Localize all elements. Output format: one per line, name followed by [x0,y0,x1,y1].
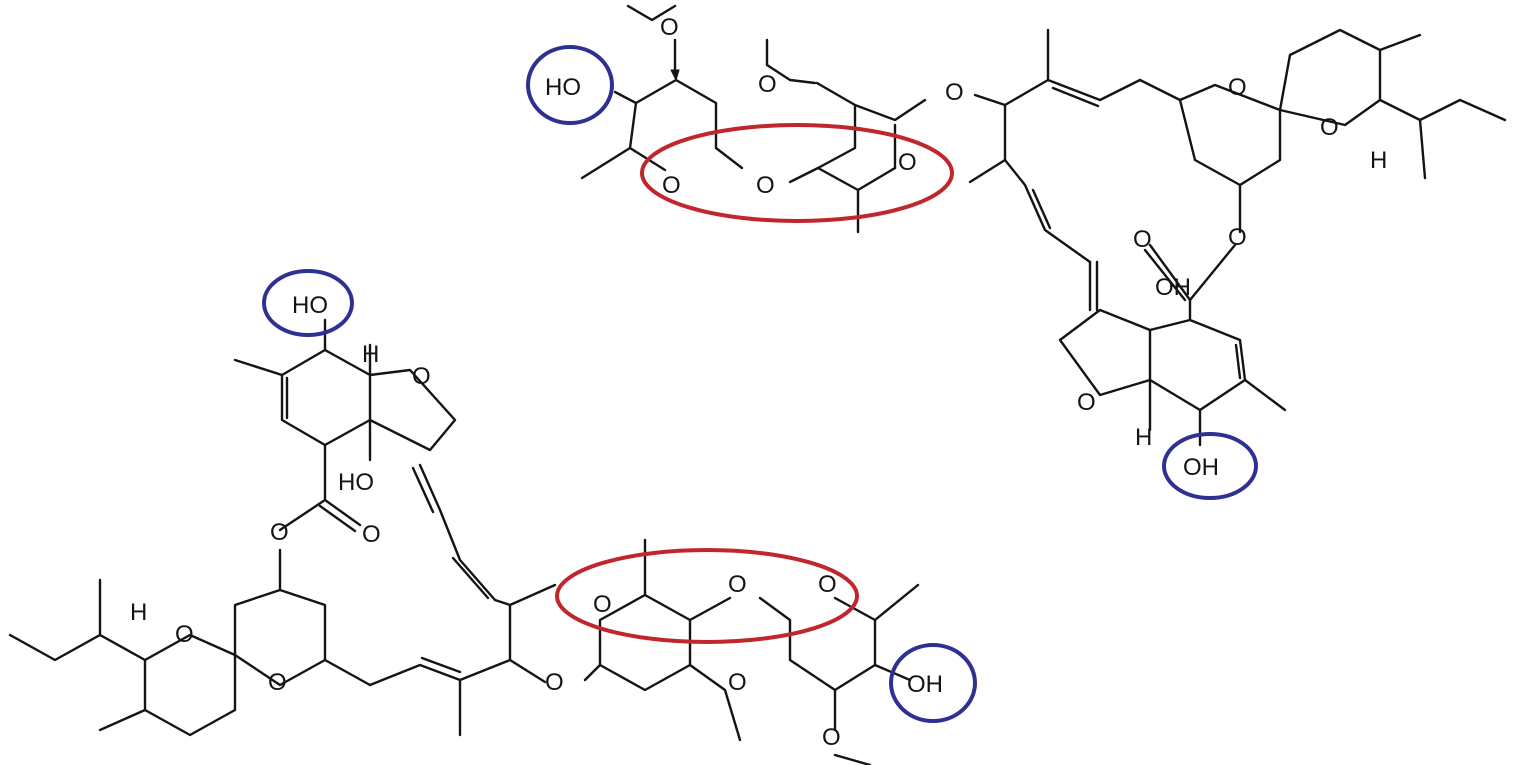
oxygen-label: O [270,519,289,546]
oxygen-label: O [818,571,837,598]
hydroxyl-highlight [1162,432,1258,500]
molecule-bottom: HO H O HO O O H O O O O O O O O OH [8,292,943,765]
oxygen-label: O [728,571,747,598]
glycosidic-linkage-highlight [640,123,954,223]
hydroxyl-label: OH [907,671,943,698]
oxygen-label: O [593,591,612,618]
hydroxyl-label: HO [545,74,581,101]
oxygen-label: O [412,363,431,390]
oxygen-label: O [1228,224,1247,251]
macrocycle-backbone [968,28,1182,312]
spiroketal-rings [1178,28,1507,234]
oxygen-label: O [822,724,841,751]
hydroxyl-label: HO [338,469,374,496]
glycosidic-linkage-highlight [555,548,859,644]
oxygen-label: O [728,669,747,696]
oxygen-label: O [1133,226,1152,253]
macrocycle-backbone [368,463,557,737]
spiroketal-rings [8,548,372,737]
benzofuran-core [1058,243,1287,447]
oxygen-label: O [756,172,775,199]
oxygen-label: O [545,669,564,696]
oxygen-label: O [1228,74,1247,101]
hydroxyl-label: HO [292,292,328,319]
hydroxyl-highlight [889,643,977,723]
oxygen-label: O [945,79,964,106]
oxygen-label: O [362,521,381,548]
sugar-ring-inner [765,38,927,234]
sugar-ring-outer [758,583,920,765]
hydroxyl-label: OH [1155,274,1191,301]
methoxy-group [626,4,680,82]
hydroxyl-highlight [526,45,614,125]
oxygen-label: O [758,71,777,98]
sugar-ring-inner [583,538,742,742]
hydrogen-label: H [130,599,147,626]
sugar-ring-outer [580,78,744,180]
hydrogen-label: H [1135,424,1152,451]
highlight-annotations [262,45,1258,723]
oxygen-label: O [1077,389,1096,416]
hydrogen-label: H [362,341,379,368]
hydroxyl-label: OH [1183,454,1219,481]
oxygen-label: O [660,14,679,41]
hydroxyl-highlight [262,269,354,337]
benzofuran-core [233,318,457,533]
oxygen-label: O [1320,114,1339,141]
molecule-top: HO O O O O O O H O O OH O H OH O O [545,4,1507,481]
oxygen-label: O [898,149,917,176]
oxygen-label: O [268,669,287,696]
hydrogen-label: H [1370,147,1387,174]
oxygen-label: O [175,621,194,648]
oxygen-label: O [662,172,681,199]
